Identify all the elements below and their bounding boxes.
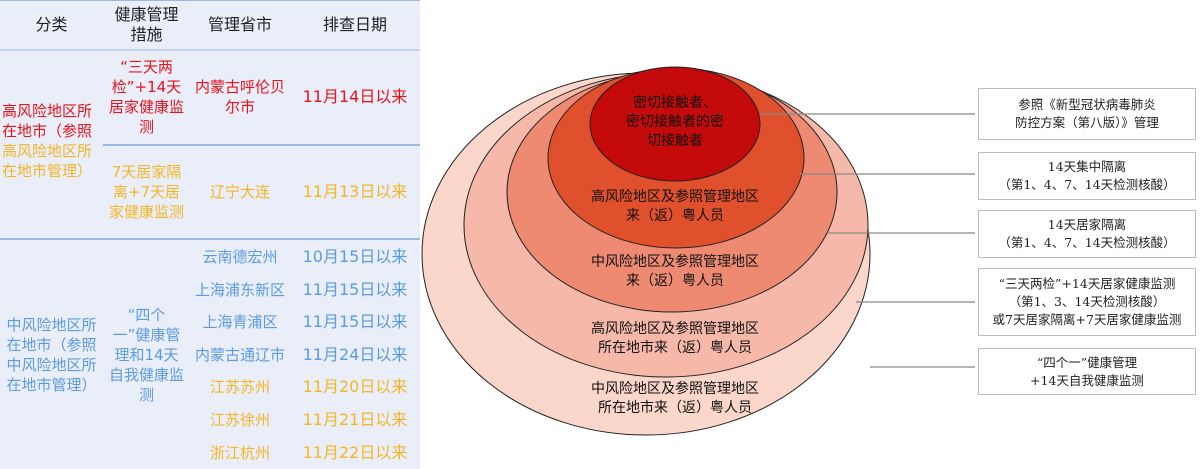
- city-cell: 云南德宏州: [202, 248, 278, 266]
- header-date: 排查日期: [322, 15, 387, 34]
- date-cell: 11月15日以来: [302, 279, 408, 299]
- header-measure: 健康管理措施: [114, 5, 179, 44]
- date-cell: 11月15日以来: [302, 312, 408, 332]
- date-cell: 10月15日以来: [302, 247, 408, 266]
- city-cell: 上海浦东新区: [194, 280, 285, 299]
- ring-label: 中风险地区及参照管理地区 来（返）粤人员: [591, 254, 759, 289]
- category-medium-risk: 中风险地区所在地市（参照中风险地区所在地市管理）: [6, 316, 97, 394]
- city-cell: 江苏徐州: [209, 411, 270, 429]
- city-cell: 内蒙古通辽市: [194, 345, 285, 364]
- measure-box: 14天集中隔离 （第1、4、7、14天检测核酸）: [978, 152, 1196, 200]
- date-cell: 11月21日以来: [302, 410, 408, 429]
- measure-cell: “四个一”健康管理和14天自我健康监测: [109, 306, 185, 404]
- measure-box: “三天两检”+14天居家健康监测 （第1、3、14天检测核酸） 或7天居家隔离+…: [978, 268, 1196, 336]
- ring-1: [589, 66, 761, 182]
- header-city: 管理省市: [207, 15, 272, 34]
- city-cell: 江苏苏州: [209, 378, 270, 397]
- ring-label: 高风险地区及参照管理地区 来（返）粤人员: [591, 189, 759, 224]
- measure-box: 参照《新型冠状病毒肺炎 防控方案（第八版）》管理: [978, 88, 1196, 140]
- measure-cell: 7天居家隔离+7天居家健康监测: [108, 163, 184, 221]
- ring-label: 密切接触者、 密切接触者的密 切接触者: [626, 95, 724, 149]
- date-cell: 11月20日以来: [302, 377, 408, 397]
- risk-area-table: 分类 健康管理措施 管理省市 排查日期 高风险地区所在地市（参照 高风险地区所在…: [0, 0, 420, 469]
- date-cell: 11月14日以来: [302, 87, 408, 106]
- measure-cell: “三天两检”+14天居家健康监测: [108, 58, 184, 136]
- category-high-risk: 高风险地区所在地市（参照 高风险地区所在地市管理）: [2, 96, 102, 186]
- ring-label: 中风险地区及参照管理地区 所在地市来（返）粤人员: [591, 381, 759, 416]
- category-text-red: 高风险地区所在地市（参照: [2, 102, 93, 140]
- date-cell: 11月13日以来: [302, 182, 408, 201]
- measure-box: 14天居家隔离 （第1、4、7、14天检测核酸）: [978, 210, 1196, 258]
- measure-box: “四个一”健康管理 +14天自我健康监测: [978, 348, 1196, 395]
- city-cell: 内蒙古呼伦贝尔市: [195, 78, 286, 116]
- category-text-orange: 高风险地区所在地市管理）: [2, 142, 93, 180]
- header-category: 分类: [35, 15, 68, 34]
- city-cell: 辽宁大连: [209, 183, 270, 201]
- city-cell: 浙江杭州: [209, 443, 270, 462]
- date-cell: 11月24日以来: [302, 344, 408, 364]
- city-cell: 上海青浦区: [202, 313, 278, 332]
- date-cell: 11月22日以来: [302, 442, 408, 462]
- ring-label: 高风险地区及参照管理地区 所在地市来（返）粤人员: [591, 321, 759, 356]
